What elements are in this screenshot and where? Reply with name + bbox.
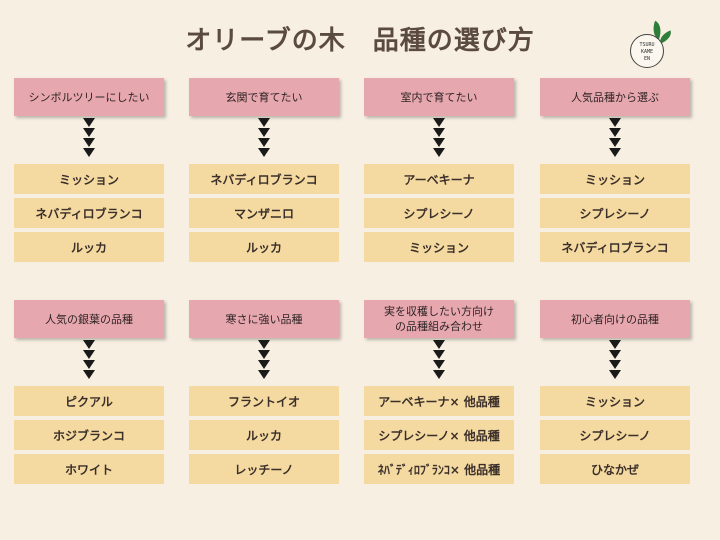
down-triangle-icon <box>609 370 621 379</box>
purpose-heading-line: 実を収穫したい方向け <box>384 305 494 318</box>
variety-item: ホジブランコ <box>14 420 164 450</box>
down-arrow-stack <box>608 340 622 380</box>
down-triangle-icon <box>83 148 95 157</box>
variety-item: ピクアル <box>14 386 164 416</box>
variety-item: ひなかぜ <box>540 454 690 484</box>
down-triangle-icon <box>258 350 270 359</box>
variety-item: ホワイト <box>14 454 164 484</box>
variety-item: レッチーノ <box>189 454 339 484</box>
down-arrow-stack <box>257 340 271 380</box>
logo-text-line: TSURU <box>639 42 655 48</box>
variety-item: フラントイオ <box>189 386 339 416</box>
down-triangle-icon <box>433 370 445 379</box>
logo-text-line: EN <box>643 56 651 62</box>
down-arrow-stack <box>432 340 446 380</box>
purpose-heading-line: 寒さに強い品種 <box>225 312 303 326</box>
down-arrow-stack <box>82 118 96 158</box>
down-triangle-icon <box>83 370 95 379</box>
variety-item: ネバディロブランコ <box>540 232 690 262</box>
purpose-heading-line: の品種組み合わせ <box>395 320 483 333</box>
purpose-heading-line: 初心者向けの品種 <box>571 312 659 326</box>
down-triangle-icon <box>258 118 270 127</box>
down-triangle-icon <box>258 148 270 157</box>
down-arrow-stack <box>608 118 622 158</box>
variety-item: シプレシーノ× 他品種 <box>364 420 514 450</box>
down-triangle-icon <box>83 360 95 369</box>
purpose-heading: 実を収穫したい方向けの品種組み合わせ <box>364 300 514 338</box>
down-triangle-icon <box>258 360 270 369</box>
purpose-heading: 寒さに強い品種 <box>189 300 339 338</box>
variety-item: ルッカ <box>189 420 339 450</box>
down-triangle-icon <box>609 350 621 359</box>
logo-badge: TSURU KAME EN <box>630 34 664 68</box>
variety-item: ミッション <box>540 386 690 416</box>
down-triangle-icon <box>83 128 95 137</box>
purpose-heading: 人気品種から選ぶ <box>540 78 690 116</box>
down-triangle-icon <box>433 118 445 127</box>
variety-item: ネバディロブランコ <box>189 164 339 194</box>
down-triangle-icon <box>258 340 270 349</box>
page-title: オリーブの木 品種の選び方 <box>185 26 535 56</box>
purpose-heading-line: 玄関で育てたい <box>225 90 303 104</box>
down-arrow-stack <box>257 118 271 158</box>
down-triangle-icon <box>258 128 270 137</box>
down-arrow-stack <box>432 118 446 158</box>
down-triangle-icon <box>433 350 445 359</box>
variety-item: シプレシーノ <box>540 420 690 450</box>
down-triangle-icon <box>609 360 621 369</box>
variety-item: ミッション <box>364 232 514 262</box>
down-triangle-icon <box>83 340 95 349</box>
purpose-heading-line: 室内で育てたい <box>400 90 478 104</box>
down-triangle-icon <box>609 128 621 137</box>
down-triangle-icon <box>258 370 270 379</box>
down-arrow-stack <box>82 340 96 380</box>
purpose-heading-line: シンボルツリーにしたい <box>28 90 150 104</box>
purpose-heading: 初心者向けの品種 <box>540 300 690 338</box>
purpose-heading: 室内で育てたい <box>364 78 514 116</box>
variety-item: シプレシーノ <box>364 198 514 228</box>
down-triangle-icon <box>433 128 445 137</box>
purpose-heading-line: 人気品種から選ぶ <box>571 90 659 104</box>
variety-item: ネバディロブランコ <box>14 198 164 228</box>
down-triangle-icon <box>609 340 621 349</box>
variety-item: アーベキーナ <box>364 164 514 194</box>
variety-item: アーベキーナ× 他品種 <box>364 386 514 416</box>
down-triangle-icon <box>433 360 445 369</box>
purpose-heading-line: 人気の銀葉の品種 <box>45 312 133 326</box>
variety-item: マンザニロ <box>189 198 339 228</box>
logo-text-line: KAME <box>640 49 654 55</box>
down-triangle-icon <box>83 138 95 147</box>
purpose-heading: 人気の銀葉の品種 <box>14 300 164 338</box>
purpose-heading: 玄関で育てたい <box>189 78 339 116</box>
down-triangle-icon <box>258 138 270 147</box>
variety-item: ルッカ <box>189 232 339 262</box>
down-triangle-icon <box>433 138 445 147</box>
down-triangle-icon <box>609 138 621 147</box>
down-triangle-icon <box>433 148 445 157</box>
purpose-heading: シンボルツリーにしたい <box>14 78 164 116</box>
variety-item: ルッカ <box>14 232 164 262</box>
down-triangle-icon <box>609 118 621 127</box>
down-triangle-icon <box>609 148 621 157</box>
down-triangle-icon <box>83 350 95 359</box>
variety-item: ミッション <box>14 164 164 194</box>
down-triangle-icon <box>433 340 445 349</box>
variety-item: ﾈﾊﾞﾃﾞｨﾛﾌﾞﾗﾝｺ× 他品種 <box>364 454 514 484</box>
tsurukame-logo-icon: TSURU KAME EN <box>628 20 674 70</box>
variety-item: シプレシーノ <box>540 198 690 228</box>
down-triangle-icon <box>83 118 95 127</box>
variety-item: ミッション <box>540 164 690 194</box>
